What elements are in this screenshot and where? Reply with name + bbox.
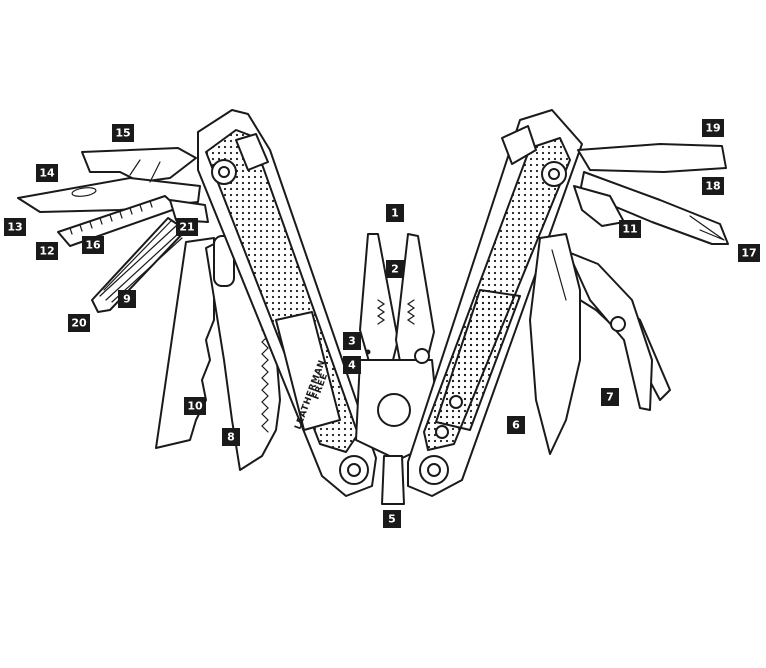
callouts: 1 2 3 4 5 6 7 8 9 10 11 12 13 14 15 16 1… xyxy=(4,119,760,528)
callout-12: 12 xyxy=(36,242,58,260)
svg-text:1: 1 xyxy=(391,207,399,220)
callout-18: 18 xyxy=(702,177,724,195)
tool-10-blade xyxy=(155,237,215,449)
svg-text:15: 15 xyxy=(115,127,130,140)
callout-10: 10 xyxy=(184,397,206,415)
callout-5: 5 xyxy=(383,510,401,528)
svg-text:12: 12 xyxy=(39,245,54,258)
svg-text:3: 3 xyxy=(348,335,356,348)
callout-3: 3 xyxy=(343,332,361,350)
svg-text:14: 14 xyxy=(39,167,55,180)
callout-21: 21 xyxy=(176,218,198,236)
callout-17: 17 xyxy=(738,244,760,262)
tool-9-file xyxy=(91,217,187,313)
svg-text:17: 17 xyxy=(741,247,756,260)
svg-text:16: 16 xyxy=(85,239,101,252)
callout-2: 2 xyxy=(386,260,404,278)
svg-text:7: 7 xyxy=(606,391,614,404)
callout-16: 16 xyxy=(82,236,104,254)
svg-text:11: 11 xyxy=(622,223,637,236)
svg-text:8: 8 xyxy=(227,431,235,444)
right-tools xyxy=(529,143,729,455)
svg-text:19: 19 xyxy=(705,122,720,135)
svg-text:10: 10 xyxy=(187,400,203,413)
callout-6: 6 xyxy=(507,416,525,434)
callout-4: 4 xyxy=(343,356,361,374)
callout-9: 9 xyxy=(118,290,136,308)
callout-8: 8 xyxy=(222,428,240,446)
svg-text:2: 2 xyxy=(391,263,399,276)
callout-11: 11 xyxy=(619,220,641,238)
svg-text:18: 18 xyxy=(705,180,720,193)
callout-7: 7 xyxy=(601,388,619,406)
svg-text:13: 13 xyxy=(7,221,22,234)
svg-text:21: 21 xyxy=(179,221,194,234)
callout-19: 19 xyxy=(702,119,724,137)
tool-19-driver xyxy=(577,143,727,173)
left-handle: LEATHERMAN FREE xyxy=(197,109,377,497)
callout-15: 15 xyxy=(112,124,134,142)
callout-14: 14 xyxy=(36,164,58,182)
svg-text:5: 5 xyxy=(388,513,396,526)
svg-text:20: 20 xyxy=(71,317,87,330)
tool-11-opener xyxy=(573,185,625,227)
right-handle xyxy=(407,109,583,497)
tool-15-opener xyxy=(81,147,197,183)
svg-text:6: 6 xyxy=(512,419,520,432)
svg-text:9: 9 xyxy=(123,293,131,306)
svg-text:4: 4 xyxy=(348,359,356,372)
tool-21-driver xyxy=(169,199,209,223)
callout-20: 20 xyxy=(68,314,90,332)
callout-13: 13 xyxy=(4,218,26,236)
tool-6-blade xyxy=(529,233,581,455)
callout-1: 1 xyxy=(386,204,404,222)
